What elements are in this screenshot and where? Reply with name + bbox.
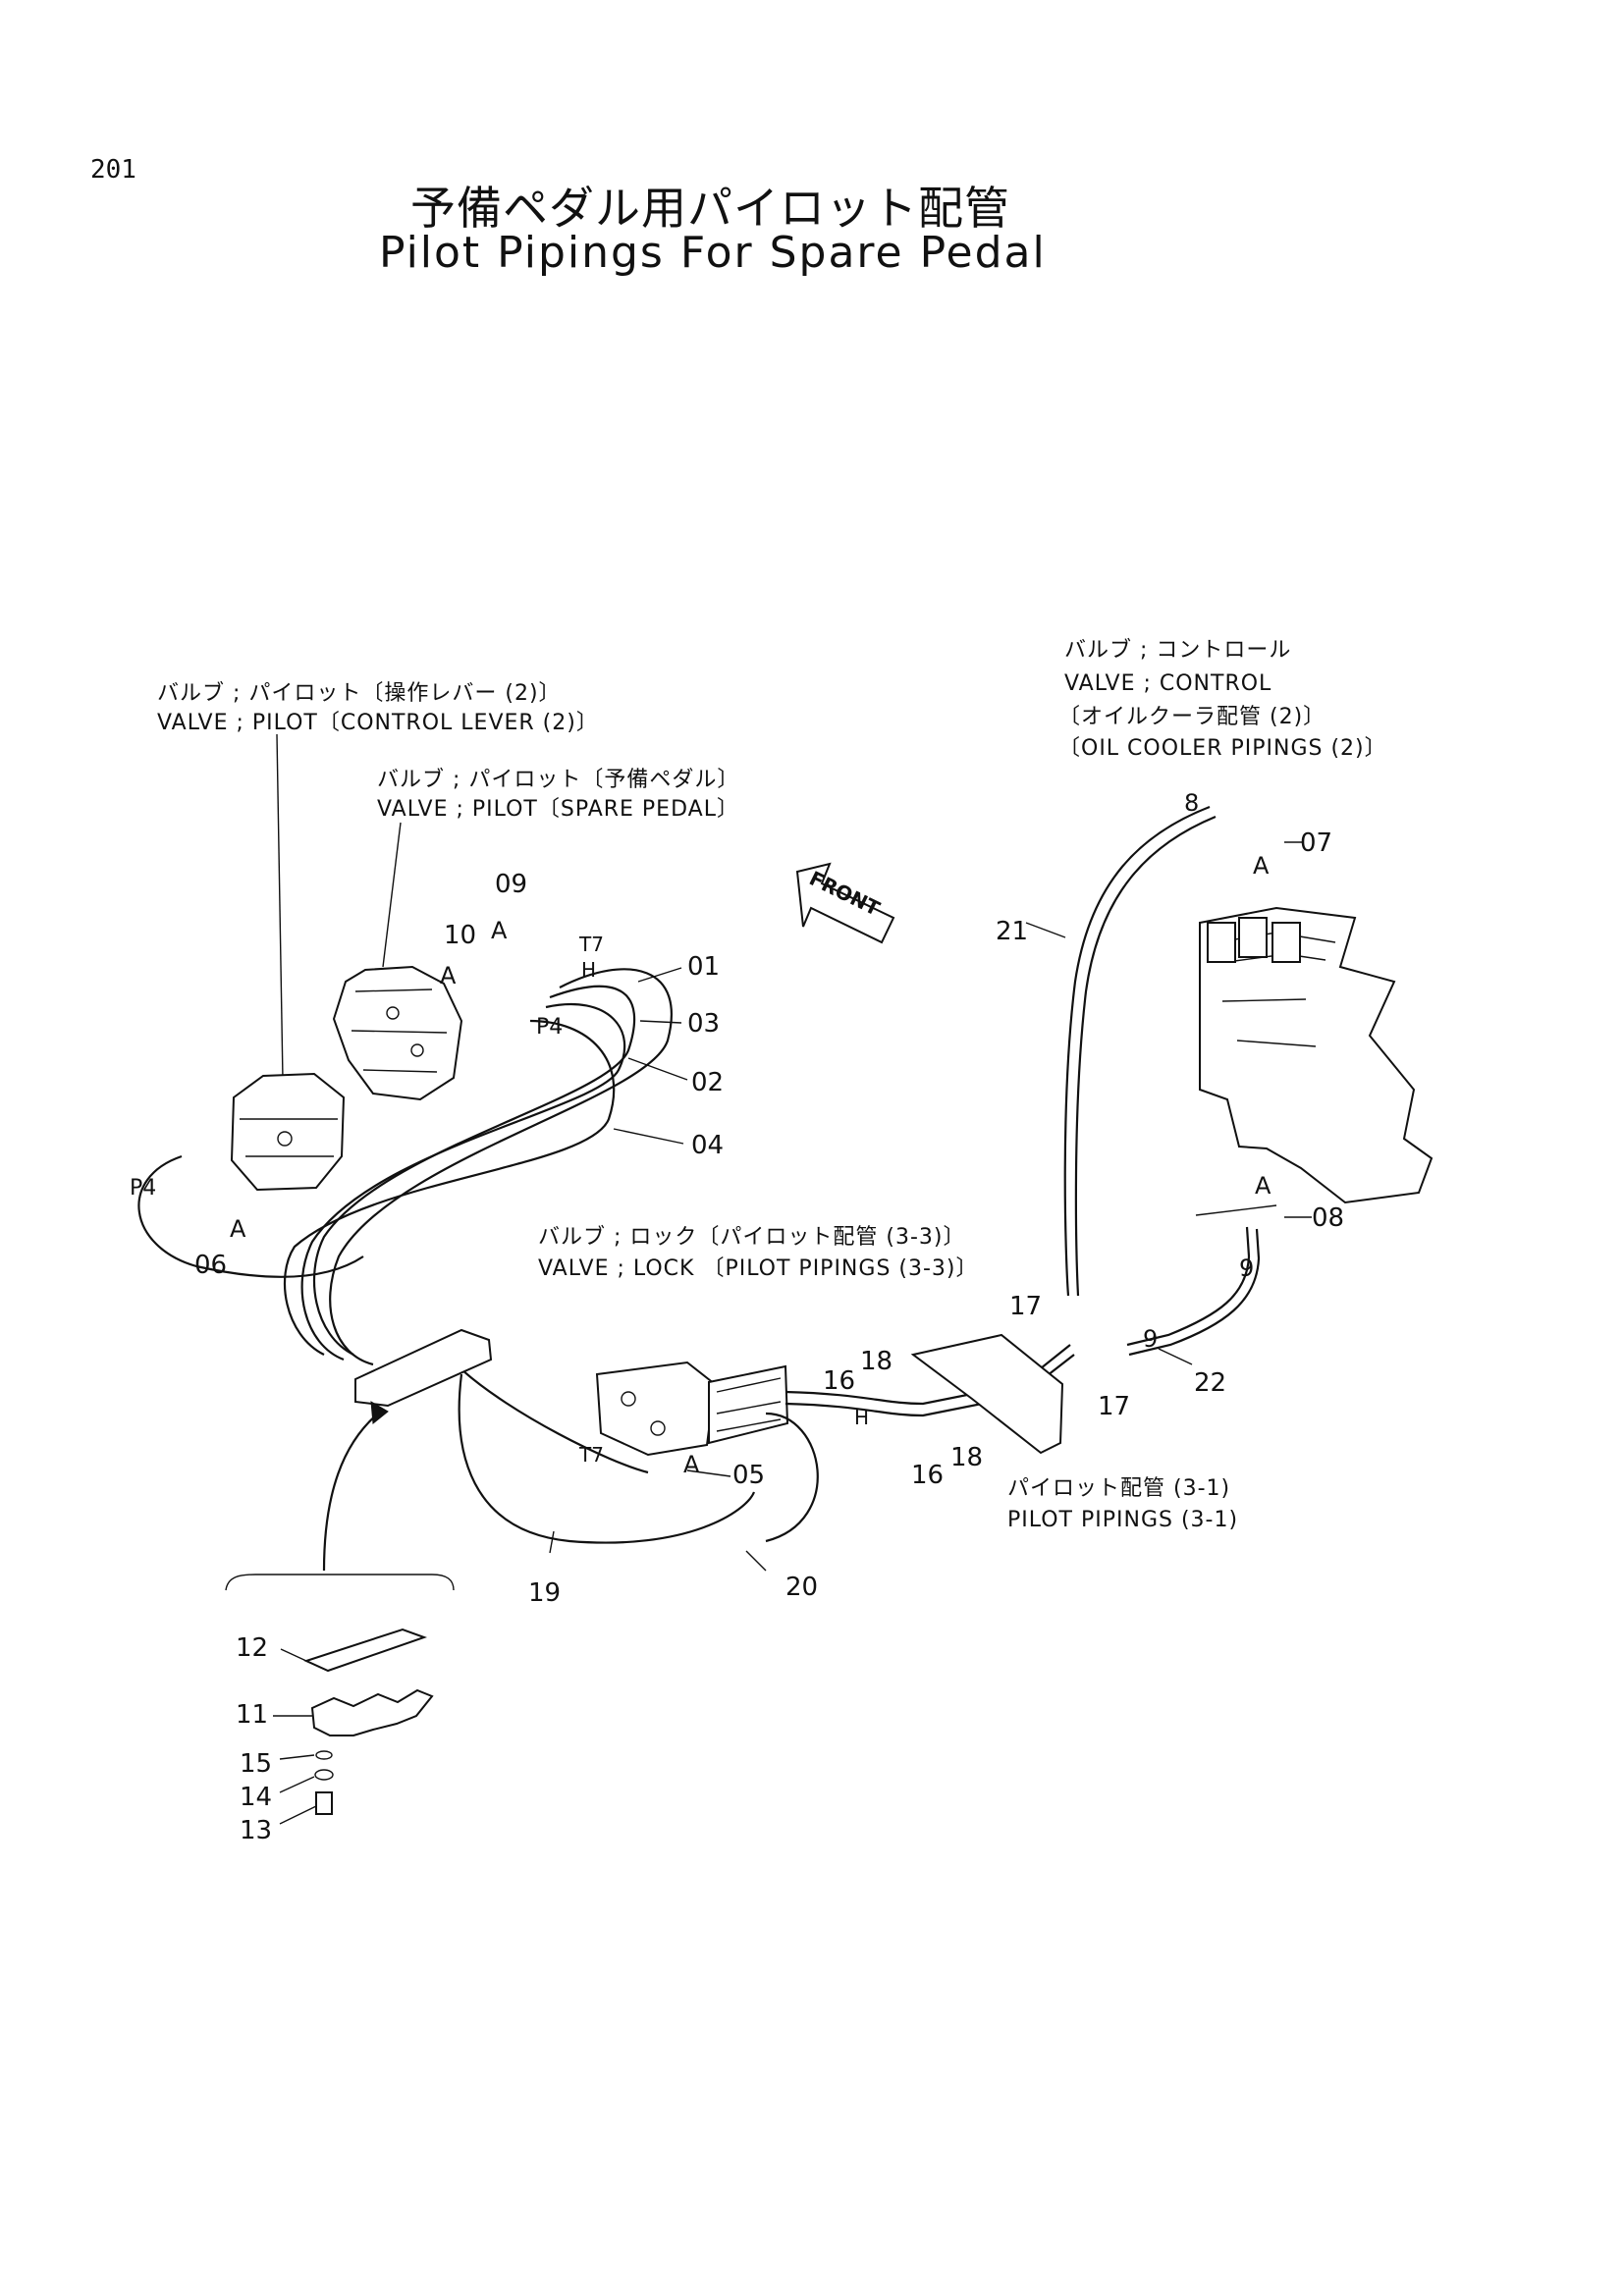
view-a-09: A	[491, 917, 508, 944]
label-pilot-pipings-en: PILOT PIPINGS (3-1)	[1007, 1508, 1239, 1532]
page-title-japanese: 予備ペダル用パイロット配管	[410, 182, 1010, 235]
label-lock-valve-en: VALVE ; LOCK 〔PILOT PIPINGS (3-3)〕	[538, 1256, 979, 1281]
spare-pedal-pilot-valve	[332, 965, 463, 1101]
label-pilot-pipings-jp: パイロット配管 (3-1)	[1007, 1476, 1231, 1501]
callout-03: 03	[687, 1009, 721, 1039]
port-t7-lower: T7	[579, 1443, 604, 1467]
view-a-10: A	[440, 962, 457, 989]
hose-19	[458, 1373, 756, 1544]
callout-18-lower: 18	[950, 1443, 984, 1472]
callout-22: 22	[1194, 1368, 1227, 1398]
callout-16-upper: 16	[823, 1366, 856, 1396]
label-lock-valve-jp: バルブ ; ロック〔パイロット配管 (3-3)〕	[538, 1225, 966, 1250]
port-p4-left: P4	[130, 1176, 157, 1201]
label-pilot-valve-pedal-en: VALVE ; PILOT〔SPARE PEDAL〕	[377, 797, 739, 822]
page-number: 201	[90, 155, 136, 185]
callout-21: 21	[996, 917, 1029, 946]
port-p4-right: P4	[536, 1015, 564, 1040]
marker-9-upper: 9	[1239, 1255, 1255, 1282]
marker-9-lower: 9	[1143, 1325, 1159, 1353]
callout-11: 11	[236, 1700, 269, 1730]
label-control-valve-jp: バルブ ; コントロール	[1064, 638, 1292, 663]
callout-10: 10	[444, 921, 477, 950]
port-h-upper: H	[581, 958, 597, 982]
view-a-05: A	[683, 1451, 700, 1478]
callout-06: 06	[194, 1251, 228, 1280]
callout-18-upper: 18	[860, 1347, 893, 1376]
callout-09: 09	[495, 870, 528, 899]
callout-14: 14	[240, 1783, 273, 1812]
callout-leaders	[549, 841, 1312, 1572]
callout-04: 04	[691, 1131, 725, 1160]
hose-03	[312, 985, 636, 1356]
callout-17-upper: 17	[1009, 1292, 1043, 1321]
callout-02: 02	[691, 1068, 725, 1097]
hose-02	[300, 1002, 626, 1362]
callout-12: 12	[236, 1633, 269, 1663]
view-a-06: A	[230, 1215, 246, 1243]
hose-20	[460, 1368, 819, 1543]
marker-8: 8	[1184, 789, 1200, 817]
callout-13: 13	[240, 1816, 273, 1845]
front-direction-arrow	[795, 862, 895, 944]
lock-valve	[595, 1361, 789, 1457]
label-oil-cooler-en: 〔OIL COOLER PIPINGS (2)〕	[1058, 736, 1387, 761]
hose-21	[1063, 805, 1211, 1297]
view-a-08: A	[1255, 1172, 1271, 1200]
hose-04	[283, 1019, 616, 1356]
page-title-english: Pilot Pipings For Spare Pedal	[379, 228, 1047, 278]
callout-19: 19	[528, 1578, 562, 1608]
callout-05: 05	[732, 1461, 766, 1490]
callout-01: 01	[687, 952, 721, 982]
port-h-lower: H	[854, 1406, 870, 1429]
label-pilot-valve-pedal-jp: バルブ ; パイロット〔予備ペダル〕	[377, 768, 740, 792]
view-a-07: A	[1253, 852, 1270, 880]
callout-08: 08	[1312, 1203, 1345, 1233]
label-pilot-valve-lever-en: VALVE ; PILOT〔CONTROL LEVER (2)〕	[157, 711, 599, 735]
callout-16-lower: 16	[911, 1461, 945, 1490]
label-control-valve-en: VALVE ; CONTROL	[1064, 671, 1272, 696]
hose-clamp-bar	[354, 1328, 493, 1408]
callout-20: 20	[785, 1573, 819, 1602]
label-oil-cooler-jp: 〔オイルクーラ配管 (2)〕	[1058, 705, 1326, 729]
mounting-plate	[910, 1333, 1064, 1455]
hose-06	[137, 1154, 364, 1278]
port-t7-upper: T7	[579, 933, 604, 956]
callout-17-lower: 17	[1098, 1392, 1131, 1421]
label-pilot-valve-lever-jp: バルブ ; パイロット〔操作レバー (2)〕	[157, 681, 562, 706]
clamp-detail	[225, 1574, 455, 1825]
control-lever-pilot-valve	[230, 1072, 346, 1192]
callout-07: 07	[1300, 828, 1333, 858]
hose-22	[1126, 1226, 1251, 1347]
control-valve-block	[1199, 906, 1434, 1204]
callout-15: 15	[240, 1749, 273, 1779]
